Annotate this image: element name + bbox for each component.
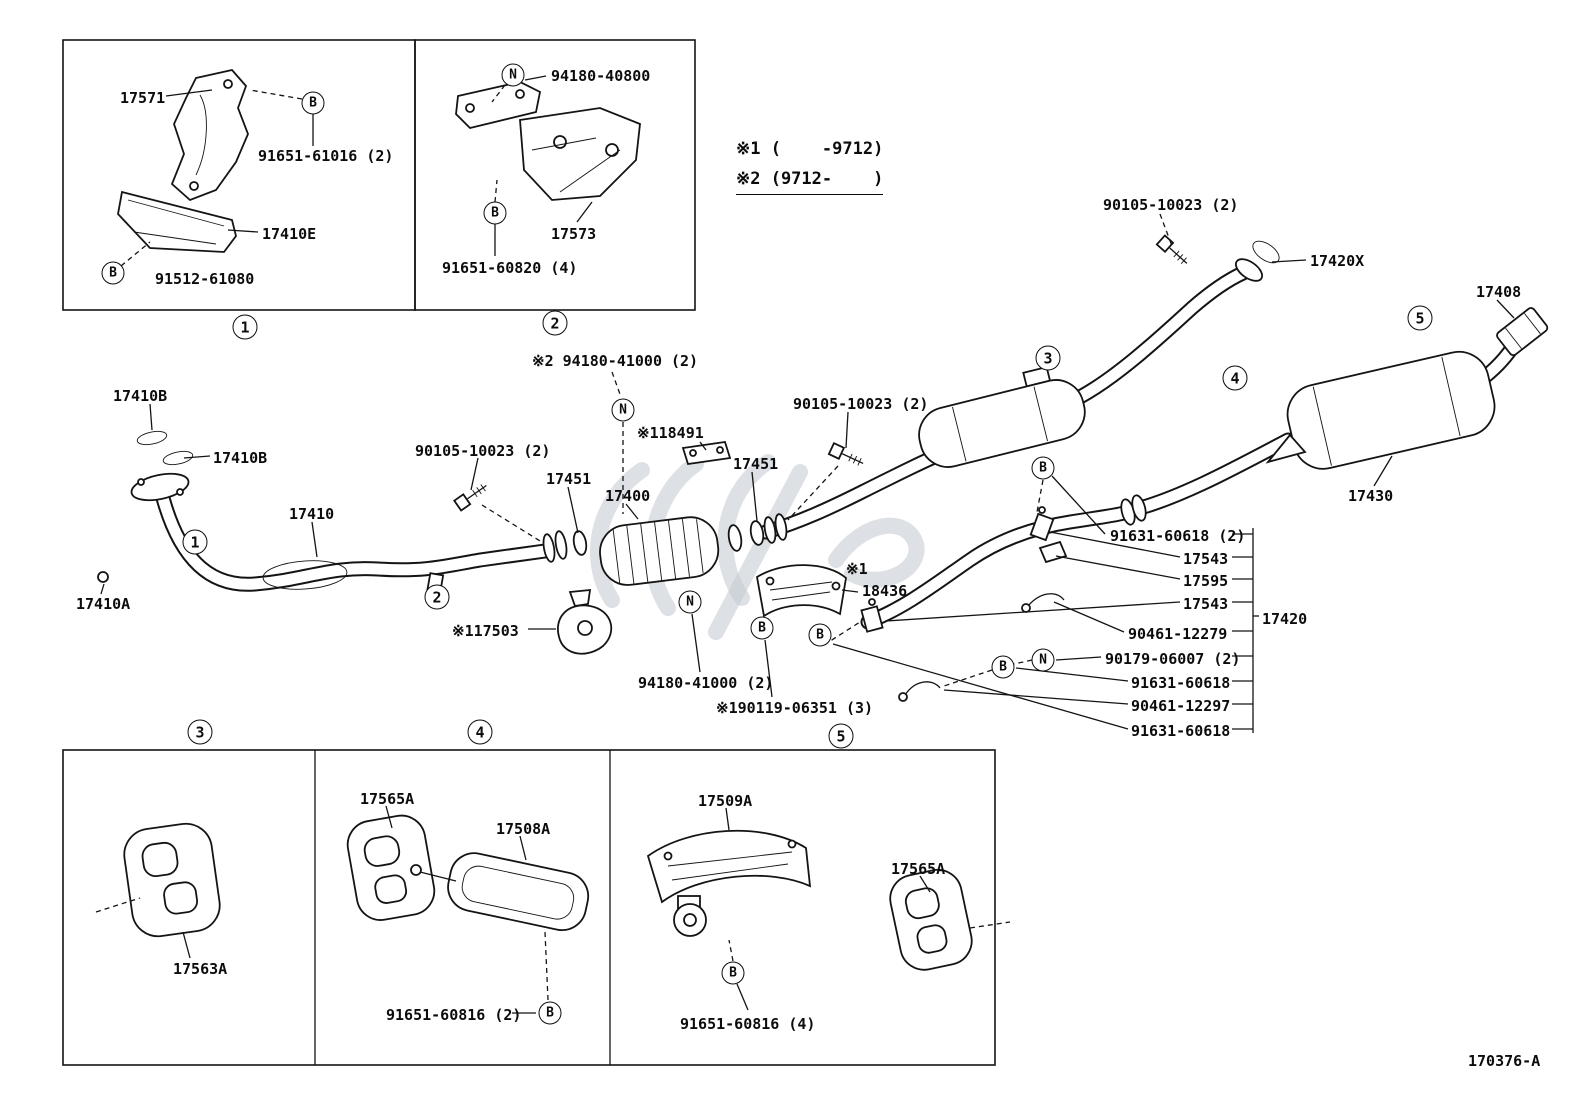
catalytic-converter-17400: [542, 513, 788, 586]
label-17400: 17400: [605, 487, 651, 505]
label-17508A: 17508A: [496, 820, 551, 838]
inset5-number: 5: [828, 723, 854, 749]
tail-tip-17408: [1496, 307, 1549, 357]
label-17595: 17595: [1183, 572, 1229, 590]
label-90105-10023-b: 90105-10023 (2): [415, 442, 551, 460]
inset4-parts: [346, 814, 590, 932]
label-90105-10023-a: 90105-10023 (2): [1103, 196, 1239, 214]
label-18436: 18436: [862, 582, 908, 600]
label-17565A-a: 17565A: [360, 790, 415, 808]
label-17503: ※117503: [452, 622, 519, 640]
inset5-parts: [646, 829, 973, 971]
label-91512-61080: 91512-61080: [155, 270, 255, 288]
callout-n-icon: N: [1031, 648, 1055, 672]
label-17410B-b: 17410B: [213, 449, 268, 467]
callout-b-icon: B: [750, 616, 774, 640]
label-17410: 17410: [289, 505, 335, 523]
label-91651-60816-a: 91651-60816 (2): [386, 1006, 522, 1024]
callout-b-icon: B: [301, 91, 325, 115]
label-17420X: 17420X: [1310, 252, 1365, 270]
label-17543-a: 17543: [1183, 550, 1229, 568]
callout-b-icon: B: [721, 961, 745, 985]
label-17430: 17430: [1348, 487, 1394, 505]
label-17410A: 17410A: [76, 595, 131, 613]
label-17410E: 17410E: [262, 225, 317, 243]
label-91631-60618-c: 91631-60618: [1131, 722, 1231, 740]
label-17420: 17420: [1262, 610, 1308, 628]
dashed-lines: [95, 84, 1173, 1001]
callout-b-icon: B: [1031, 456, 1055, 480]
ref-number-3: 3: [1035, 345, 1061, 371]
label-17408: 17408: [1476, 283, 1522, 301]
note-spec2: ※2 (9712- ): [736, 169, 884, 195]
inset3-number: 3: [187, 719, 213, 745]
label-17410B-a: 17410B: [113, 387, 168, 405]
callout-b-icon: B: [483, 201, 507, 225]
label-94180-41000-a: ※2 94180-41000 (2): [532, 352, 699, 370]
inset2-number: 2: [542, 310, 568, 336]
front-pipe-upper-flange-gasket: [1234, 240, 1280, 282]
heat-shield-18436: [756, 564, 847, 618]
hanger-17503: [557, 588, 613, 655]
callout-n-icon: N: [501, 63, 525, 87]
inset1-bracket-17571: [117, 69, 249, 253]
ref-number-5: 5: [1407, 305, 1433, 331]
label-118491: ※118491: [637, 424, 704, 442]
label-17451-a: 17451: [546, 470, 592, 488]
drawing-number: 170376-A: [1468, 1052, 1541, 1070]
watermark-graphic: [590, 454, 925, 640]
label-91651-60816-b: 91651-60816 (4): [680, 1015, 816, 1033]
tailpipe-clamps-hangers: [860, 506, 1068, 702]
label-17571: 17571: [120, 89, 166, 107]
label-94180-41000-b: 94180-41000 (2): [638, 674, 774, 692]
callout-b-icon: B: [101, 261, 125, 285]
label-17543-b: 17543: [1183, 595, 1229, 613]
label-17509A: 17509A: [698, 792, 753, 810]
label-star1: ※1: [846, 560, 868, 578]
label-17451-b: 17451: [733, 455, 779, 473]
ref-number-4: 4: [1222, 365, 1248, 391]
bolt-icons: [453, 234, 1188, 512]
label-90105-10023-c: 90105-10023 (2): [793, 395, 929, 413]
label-91651-61016: 91651-61016 (2): [258, 147, 394, 165]
center-muffler: [918, 365, 1086, 468]
inset-boxes: [62, 39, 996, 1066]
ref-number-2: 2: [424, 584, 450, 610]
label-90119-06351: ※190119-06351 (3): [716, 699, 874, 717]
label-90461-12279: 90461-12279: [1128, 625, 1228, 643]
label-90179-06007: 90179-06007 (2): [1105, 650, 1241, 668]
callout-n-icon: N: [611, 398, 635, 422]
inset2-bracket-17573: [455, 81, 641, 201]
leader-lines: [100, 75, 1515, 1014]
callout-n-icon: N: [678, 590, 702, 614]
label-91631-60618-a: 91631-60618 (2): [1110, 527, 1246, 545]
label-94180-40800: 94180-40800: [551, 67, 651, 85]
label-91651-60820: 91651-60820 (4): [442, 259, 578, 277]
callout-b-icon: B: [538, 1001, 562, 1025]
label-17565A-b: 17565A: [891, 860, 946, 878]
inset3-hanger-17563A: [123, 822, 221, 938]
rear-muffler-17430: [1120, 350, 1496, 526]
callout-b-icon: B: [808, 623, 832, 647]
front-pipe-flange: [97, 430, 445, 603]
label-17573: 17573: [551, 225, 597, 243]
note-spec1: ※1 ( -9712): [736, 139, 884, 159]
label-90461-12297: 90461-12297: [1131, 697, 1231, 715]
label-91631-60618-b: 91631-60618: [1131, 674, 1231, 692]
bracket-118491: [681, 441, 732, 465]
inset4-number: 4: [467, 719, 493, 745]
label-17563A: 17563A: [173, 960, 228, 978]
ref-number-1: 1: [182, 529, 208, 555]
callout-b-icon: B: [991, 655, 1015, 679]
inset1-number: 1: [232, 314, 258, 340]
